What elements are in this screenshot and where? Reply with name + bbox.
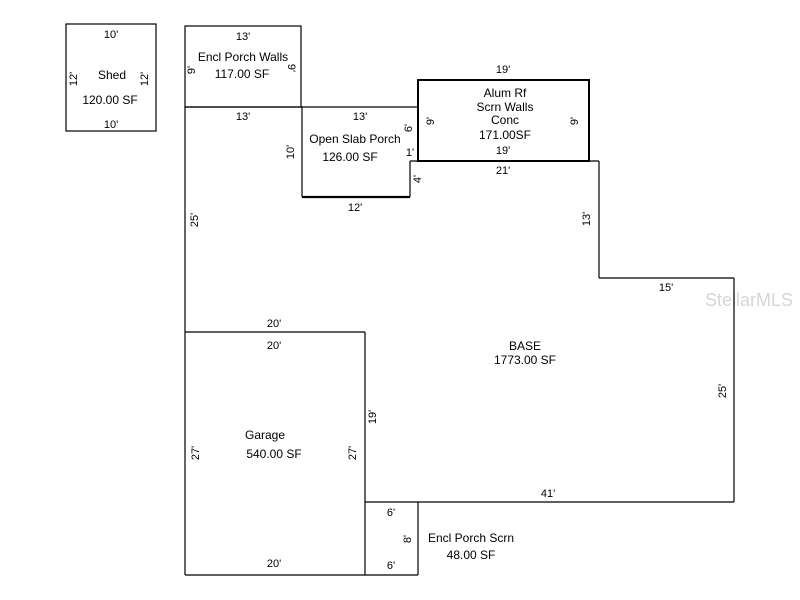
epw-dim-left: 9' <box>186 66 198 74</box>
shed-label: Shed <box>98 68 126 82</box>
shed-dim-left: 12' <box>68 72 80 86</box>
eps-dim-right: 8' <box>402 535 414 543</box>
alum-rf-line1: Alum Rf <box>484 86 527 100</box>
base-dim-inner-19: 19' <box>367 410 379 424</box>
shed-area: 120.00 SF <box>82 93 137 107</box>
encl-porch-walls-label: Encl Porch Walls <box>198 50 288 64</box>
garage-dim-right: 27' <box>347 446 359 460</box>
encl-porch-scrn-label: Encl Porch Scrn <box>428 531 514 545</box>
base-area: 1773.00 SF <box>494 353 556 367</box>
alum-dim-left: 9' <box>425 117 437 125</box>
osp-dim-bottom: 12' <box>348 202 362 214</box>
alum-rf-area: 171.00SF <box>479 128 531 142</box>
alum-dim-bottom: 19' <box>496 145 510 157</box>
base-dim-right-upper: 13' <box>581 212 593 226</box>
alum-rf-line3: Conc <box>491 113 519 127</box>
encl-porch-walls-area: 117.00 SF <box>215 67 269 81</box>
base-dim-bottom: 41' <box>541 488 555 500</box>
osp-dim-right: 6' <box>403 124 415 132</box>
open-slab-porch-label: Open Slab Porch <box>309 132 400 146</box>
watermark: StellarMLS <box>705 290 793 310</box>
garage-label: Garage <box>245 428 285 442</box>
open-slab-porch-area: 126.00 SF <box>322 150 377 164</box>
osp-dim-left: 10' <box>285 145 297 159</box>
eps-dim-top: 6' <box>387 507 395 519</box>
base-dim-right-lower: 25' <box>717 384 729 398</box>
garage-dim-bottom: 20' <box>267 558 281 570</box>
base-dim-top-right: 21' <box>496 165 510 177</box>
shed-outline <box>65 23 157 132</box>
shed-dim-bottom: 10' <box>104 119 118 131</box>
alum-dim-top: 19' <box>496 64 510 76</box>
base-dim-top-left: 13' <box>236 111 250 123</box>
garage-dim-left: 27' <box>190 446 202 460</box>
osp-dim-top: 13' <box>353 111 367 123</box>
step-dim-1: 1' <box>406 147 414 159</box>
garage-area: 540.00 SF <box>246 447 301 461</box>
base-dim-step: 15' <box>659 282 673 294</box>
epw-dim-right: 9' <box>285 64 297 72</box>
eps-dim-bottom: 6' <box>387 560 395 572</box>
garage-dim-top-inner: 20' <box>267 340 281 352</box>
alum-dim-right: 9' <box>569 117 581 125</box>
encl-porch-scrn-area: 48.00 SF <box>447 548 496 562</box>
step-dim-4: 4' <box>412 175 424 183</box>
alum-rf-line2: Scrn Walls <box>477 100 534 114</box>
shed-dim-top: 10' <box>104 29 118 41</box>
shed-dim-right: 12' <box>139 72 151 86</box>
garage-dim-top-outer: 20' <box>267 318 281 330</box>
epw-dim-top: 13' <box>236 31 250 43</box>
base-label: BASE <box>509 339 541 353</box>
base-dim-left: 25' <box>189 213 201 227</box>
